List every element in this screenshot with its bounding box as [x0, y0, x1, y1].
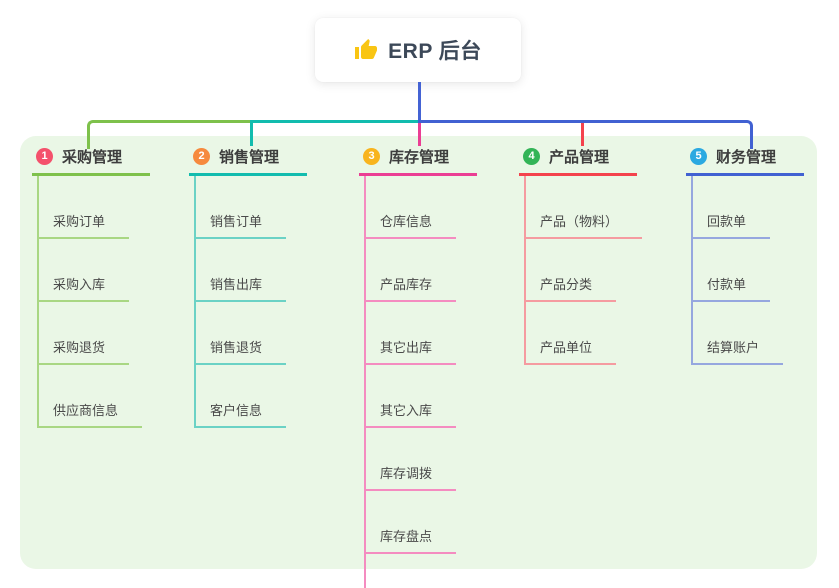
branch-number-badge: 5	[690, 148, 707, 165]
sub-node[interactable]: 销售退货	[196, 302, 287, 365]
sub-node[interactable]: 产品库存	[366, 239, 457, 302]
sub-node[interactable]: 供应商信息	[39, 365, 143, 428]
branch-3: 3 库存管理仓库信息产品库存其它出库其它入库库存调拨库存盘点出库库明细	[359, 146, 478, 588]
branch-number-badge: 1	[36, 148, 53, 165]
sub-node[interactable]: 采购退货	[39, 302, 130, 365]
sub-node[interactable]: 出库库明细	[366, 554, 469, 588]
sub-node[interactable]: 其它出库	[366, 302, 457, 365]
branch-label: 产品管理	[549, 149, 610, 166]
sub-node[interactable]: 回款单	[693, 176, 771, 239]
branch-children: 仓库信息产品库存其它出库其它入库库存调拨库存盘点出库库明细	[364, 176, 477, 588]
branch-node[interactable]: 5 财务管理	[686, 146, 805, 176]
branch-label: 销售管理	[219, 149, 280, 166]
sub-node[interactable]: 产品单位	[526, 302, 617, 365]
sub-node[interactable]: 仓库信息	[366, 176, 457, 239]
branch-children: 产品（物料）产品分类产品单位	[524, 176, 643, 365]
connector-branch-2-drop	[249, 120, 253, 146]
branch-label: 采购管理	[62, 149, 123, 166]
branch-2: 2 销售管理销售订单销售出库销售退货客户信息	[189, 146, 308, 428]
sub-node[interactable]: 库存盘点	[366, 491, 457, 554]
branch-number-badge: 3	[363, 148, 380, 165]
branch-4: 4 产品管理产品（物料）产品分类产品单位	[519, 146, 643, 365]
sub-node[interactable]: 采购入库	[39, 239, 130, 302]
sub-node[interactable]: 客户信息	[196, 365, 287, 428]
background-panel	[20, 136, 817, 569]
branch-children: 回款单付款单结算账户	[691, 176, 804, 365]
sub-node[interactable]: 采购订单	[39, 176, 130, 239]
sub-node[interactable]: 其它入库	[366, 365, 457, 428]
branch-number-badge: 4	[523, 148, 540, 165]
sub-node[interactable]: 库存调拨	[366, 428, 457, 491]
connector-root-stem	[417, 82, 421, 123]
branch-node[interactable]: 2 销售管理	[189, 146, 308, 176]
branch-children: 销售订单销售出库销售退货客户信息	[194, 176, 307, 428]
connector-branch-4-drop	[580, 123, 584, 146]
sub-node[interactable]: 结算账户	[693, 302, 784, 365]
thumbs-up-icon	[355, 39, 378, 59]
branch-1: 1 采购管理采购订单采购入库采购退货供应商信息	[32, 146, 151, 428]
connector-branch-5	[417, 120, 753, 149]
branch-5: 5 财务管理回款单付款单结算账户	[686, 146, 805, 365]
sub-node[interactable]: 销售订单	[196, 176, 287, 239]
branch-number-badge: 2	[193, 148, 210, 165]
connector-branch-1	[86, 120, 253, 149]
sub-node[interactable]: 销售出库	[196, 239, 287, 302]
branch-node[interactable]: 1 采购管理	[32, 146, 151, 176]
branch-node[interactable]: 4 产品管理	[519, 146, 638, 176]
branch-label: 财务管理	[716, 149, 777, 166]
root-node[interactable]: ERP 后台	[315, 18, 521, 82]
root-title: ERP 后台	[388, 40, 482, 63]
sub-node[interactable]: 付款单	[693, 239, 771, 302]
connector-branch-3-drop	[417, 123, 421, 146]
branch-label: 库存管理	[389, 149, 450, 166]
branch-children: 采购订单采购入库采购退货供应商信息	[37, 176, 150, 428]
connector-branch-2	[249, 120, 418, 123]
branch-node[interactable]: 3 库存管理	[359, 146, 478, 176]
sub-node[interactable]: 产品（物料）	[526, 176, 643, 239]
sub-node[interactable]: 产品分类	[526, 239, 617, 302]
